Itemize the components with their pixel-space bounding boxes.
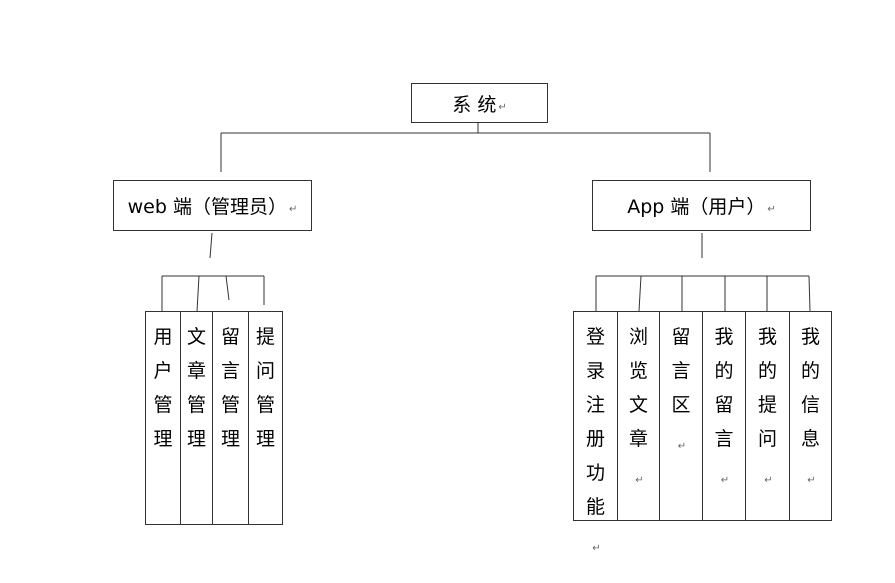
leaf-char: 用 [153,326,173,348]
paragraph-mark: ↵ [288,204,298,215]
root-node: 系 统↵ [411,83,548,123]
web-leaf-user-management: 用 户 管 理 [145,311,181,525]
app-leg-6 [808,275,811,312]
leaf-char: 登 [585,326,605,348]
leaf-char: 言 [671,360,691,382]
paragraph-mark: ↵ [592,543,601,554]
paragraph-mark: ↵ [635,475,644,486]
leaf-char: 册 [585,428,605,450]
app-leaf-message-area: 留 言 区↵ [659,311,703,521]
leaf-char: 理 [186,428,206,450]
leaf-char: 留 [220,326,240,348]
leaf-char: 览 [628,360,648,382]
leaf-char: 理 [255,428,275,450]
leaf-char-last: 能↵ [574,490,617,562]
app-leaf-my-info: 我 的 信 息↵ [789,311,832,521]
leaf-char: 文 [628,394,648,416]
leaf-char: 留 [714,394,734,416]
leaf-char: 的 [757,360,777,382]
web-node: web 端（管理员）↵ [113,180,312,231]
leaf-char: 区 [671,394,691,416]
leaf-char: 管 [255,394,275,416]
paragraph-mark: ↵ [807,475,816,486]
leaf-char: 章 [186,360,206,382]
leaf-char: 的 [800,360,820,382]
leaf-char: 我 [800,326,820,348]
leaf-char: 管 [220,394,240,416]
leaf-char: 提 [255,326,275,348]
leaf-char: 录 [585,360,605,382]
leaf-char-last: 息↵ [790,422,831,494]
leaf-char: 户 [153,360,173,382]
paragraph-mark: ↵ [764,475,773,486]
leaf-char: 文 [186,326,206,348]
paragraph-mark: ↵ [677,441,687,452]
leaf-char: 能 [585,496,605,518]
leaf-char: 问 [255,360,275,382]
leaf-char: 留 [671,326,691,348]
web-leg-3 [225,275,230,301]
leaf-char: 我 [757,326,777,348]
leaf-char: 理 [153,428,173,450]
app-node: App 端（用户）↵ [592,180,811,231]
leaf-char-last: 区↵ [660,388,702,460]
app-leaf-my-messages: 我 的 留 言↵ [702,311,746,521]
paragraph-mark: ↵ [498,101,507,113]
web-leg-2 [196,275,200,312]
leaf-char-last: 问↵ [746,422,789,494]
leaf-char: 言 [714,428,734,450]
root-label: 系 统 [452,93,497,116]
leaf-char: 息 [800,428,820,450]
leaf-char: 理 [220,428,240,450]
app-leg-2 [638,275,642,312]
web-label: web 端（管理员） [127,196,287,218]
leaf-char: 的 [714,360,734,382]
leaf-char: 提 [757,394,777,416]
web-leaf-message-management: 留 言 管 理 [212,311,249,525]
leaf-char: 功 [585,462,605,484]
leaf-char-last: 章↵ [618,422,659,494]
leaf-char: 注 [585,394,605,416]
app-leaf-my-questions: 我 的 提 问↵ [745,311,790,521]
leaf-char: 言 [220,360,240,382]
web-leaf-article-management: 文 章 管 理 [180,311,213,525]
paragraph-mark: ↵ [720,475,730,486]
leaf-char: 信 [800,394,820,416]
leaf-char: 我 [714,326,734,348]
app-leaf-login-register: 登 录 注 册 功 能 ↵ [573,311,618,554]
leaf-char: 管 [153,394,173,416]
app-label: App 端（用户） [627,196,766,218]
paragraph-mark: ↵ [767,204,776,215]
leaf-char: 章 [628,428,648,450]
leaf-char: 浏 [628,326,648,348]
web-leaf-question-management: 提 问 管 理 [248,311,283,525]
leaf-char: 问 [757,428,777,450]
leaf-char-last: 言↵ [703,422,745,494]
web-stem-line [209,232,213,259]
leaf-char: 管 [186,394,206,416]
app-leaf-browse-articles: 浏 览 文 章↵ [617,311,660,521]
